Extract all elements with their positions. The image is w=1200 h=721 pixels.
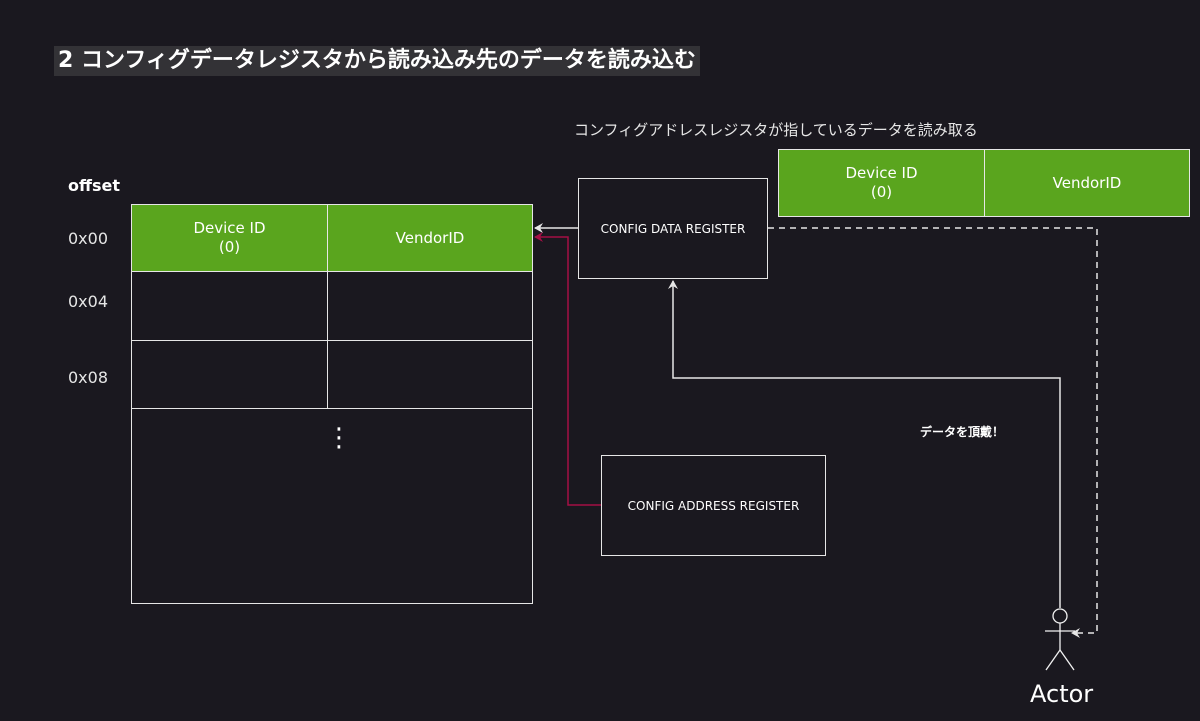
page-title: 2 コンフィグデータレジスタから読み込み先のデータを読み込む bbox=[54, 46, 700, 76]
config-data-register: CONFIG DATA REGISTER bbox=[578, 178, 768, 279]
actor-to-data-register-arrow bbox=[668, 280, 1061, 608]
table-ellipsis: ⋮ bbox=[326, 423, 352, 453]
table-device-id-cell: Device ID (0) bbox=[131, 204, 328, 272]
offset-0x08-label: 0x08 bbox=[68, 368, 109, 387]
offset-0x00-label: 0x00 bbox=[68, 229, 109, 248]
read-vendor-id-cell: VendorID bbox=[984, 149, 1190, 217]
config-data-register-label: CONFIG DATA REGISTER bbox=[600, 221, 746, 236]
table-device-id-value: (0) bbox=[218, 238, 241, 256]
data-register-to-actor-arrow bbox=[768, 227, 1098, 638]
table-cell-0x08-right bbox=[327, 340, 533, 409]
request-note: データを頂戴！ bbox=[920, 425, 1005, 439]
read-device-id-value: (0) bbox=[870, 183, 893, 201]
table-device-id-label: Device ID bbox=[193, 219, 266, 237]
read-caption: コンフィグアドレスレジスタが指しているデータを読み取る bbox=[574, 121, 978, 139]
table-vendor-id-cell: VendorID bbox=[327, 204, 533, 272]
read-device-id-cell: Device ID (0) bbox=[778, 149, 985, 217]
actor-figure bbox=[1045, 608, 1075, 671]
config-address-register-label: CONFIG ADDRESS REGISTER bbox=[627, 498, 800, 513]
offset-header: offset bbox=[68, 176, 120, 195]
read-device-id-label: Device ID bbox=[845, 164, 918, 182]
table-vendor-id-label: VendorID bbox=[395, 228, 465, 247]
config-address-register: CONFIG ADDRESS REGISTER bbox=[601, 455, 826, 556]
actor-label: Actor bbox=[1030, 680, 1094, 708]
offset-0x04-label: 0x04 bbox=[68, 292, 109, 311]
read-vendor-id-label: VendorID bbox=[1052, 173, 1122, 192]
address-register-to-table-arrow bbox=[534, 232, 601, 506]
